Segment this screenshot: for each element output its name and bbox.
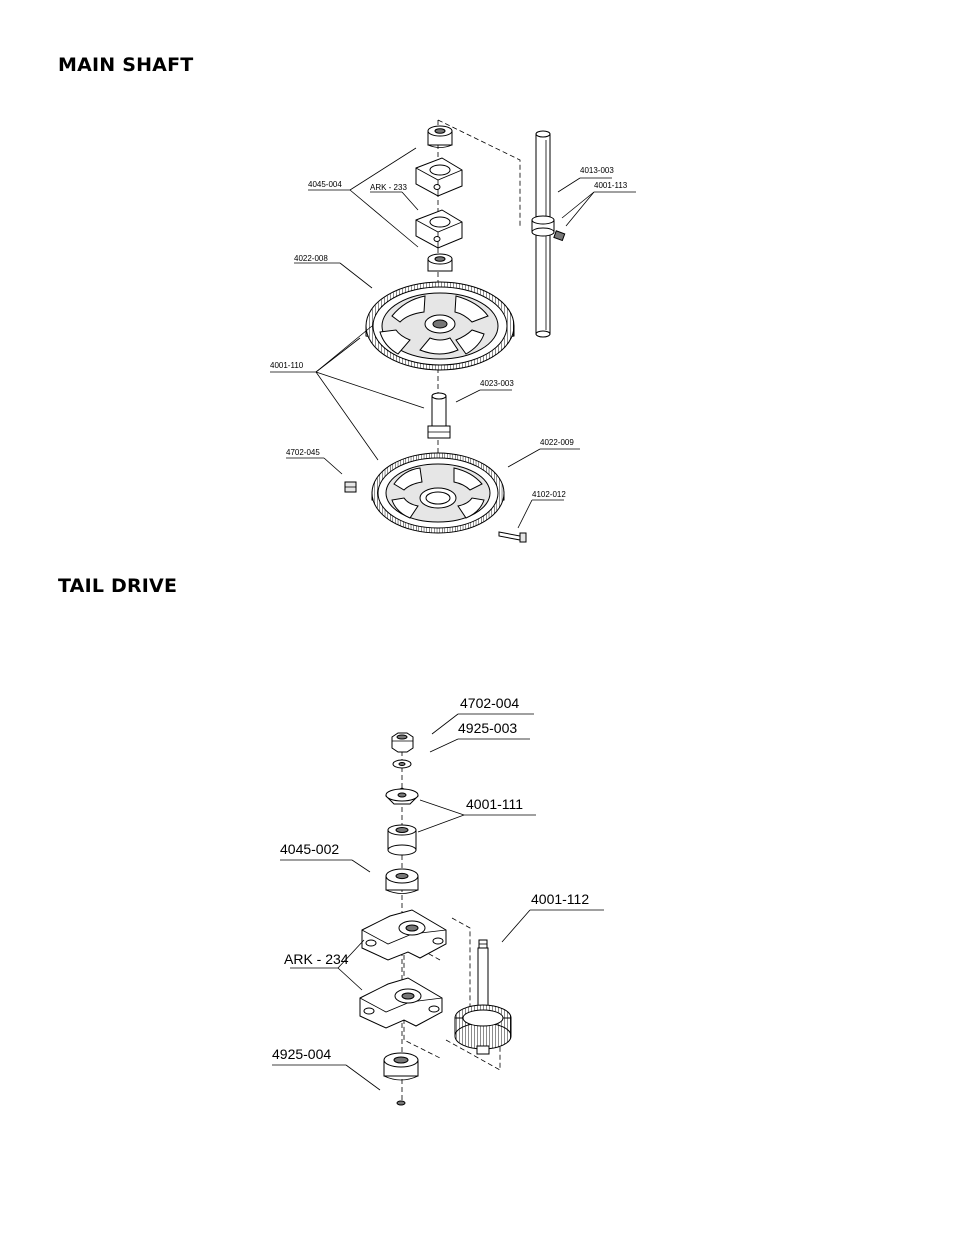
- label-4001-113: 4001-113: [594, 181, 628, 190]
- tail-drive-diagram: 4702-004 4925-003 4001-111 4045-002 4001…: [272, 695, 604, 1106]
- shaft-icon: [477, 939, 489, 1039]
- label-4001-112: 4001-112: [531, 891, 589, 907]
- bearing-icon: [427, 253, 453, 272]
- tail-drive-title: TAIL DRIVE: [58, 575, 178, 597]
- hub-icon: [427, 392, 451, 439]
- main-shaft-diagram: 4045-004 ARK - 233 4022-008 4001-110 401…: [270, 119, 636, 543]
- label-ark-234: ARK - 234: [284, 951, 349, 967]
- bearing-icon: [383, 1052, 419, 1081]
- pulley-icon: [387, 824, 417, 856]
- label-4702-045: 4702-045: [286, 448, 320, 457]
- bearing-block-icon: [361, 909, 447, 961]
- label-4925-004: 4925-004: [272, 1046, 331, 1062]
- bearing-block-icon: [359, 977, 443, 1029]
- label-ark-233: ARK - 233: [370, 183, 407, 192]
- label-4045-004: 4045-004: [308, 180, 342, 189]
- washer-icon: [396, 1100, 406, 1106]
- collar-icon: [531, 215, 555, 237]
- label-4102-012: 4102-012: [532, 490, 566, 499]
- washer-icon: [392, 759, 412, 769]
- bearing-block-icon: [415, 157, 463, 197]
- bearing-icon: [385, 868, 419, 894]
- main-gear-icon: [371, 452, 505, 534]
- tail-gear-icon: [454, 1004, 512, 1055]
- flange-icon: [385, 787, 419, 805]
- label-4702-004: 4702-004: [460, 695, 519, 711]
- label-4022-008: 4022-008: [294, 254, 328, 263]
- label-4045-002: 4045-002: [280, 841, 339, 857]
- main-shaft-title: MAIN SHAFT: [58, 54, 194, 76]
- label-4023-003: 4023-003: [480, 379, 514, 388]
- bearing-icon: [427, 125, 453, 148]
- label-4001-111: 4001-111: [466, 796, 523, 812]
- main-gear-icon: [365, 281, 515, 371]
- nut-icon: [344, 481, 357, 493]
- label-4013-003: 4013-003: [580, 166, 614, 175]
- nut-icon: [391, 732, 414, 753]
- label-4022-009: 4022-009: [540, 438, 574, 447]
- label-4001-110: 4001-110: [270, 361, 304, 370]
- label-4925-003: 4925-003: [458, 720, 517, 736]
- bolt-icon: [498, 531, 527, 543]
- bearing-block-icon: [415, 209, 463, 249]
- set-screw-icon: [553, 230, 566, 242]
